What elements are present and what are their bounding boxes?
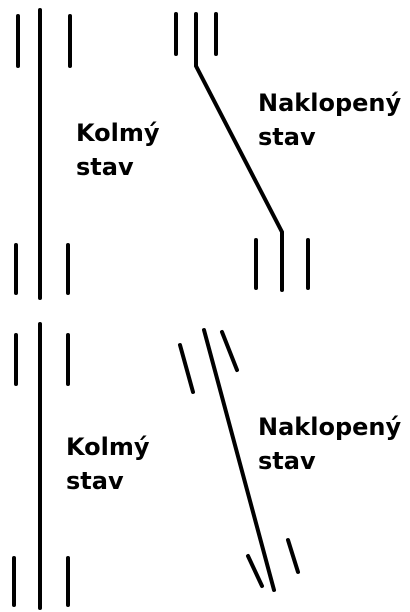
label-line-1: Naklopený bbox=[258, 413, 402, 441]
bottom-tilted-lower-stub-right bbox=[286, 538, 300, 574]
bottom-tilted-upper-stub-left bbox=[178, 343, 195, 394]
bottom-tilted-rod bbox=[202, 328, 276, 592]
label-line-2: stav bbox=[258, 123, 316, 151]
bottom-tilted-upper-stub-right bbox=[220, 330, 239, 372]
top-tilted-rod bbox=[194, 12, 284, 292]
bottom-tilted-group bbox=[178, 328, 300, 592]
top-tilted-group bbox=[174, 12, 310, 292]
bottom-perpendicular-label: Kolmý stav bbox=[66, 430, 150, 498]
top-perpendicular-group bbox=[14, 8, 72, 300]
label-line-1: Naklopený bbox=[258, 89, 402, 117]
top-perpendicular-label: Kolmý stav bbox=[76, 116, 160, 184]
label-line-1: Kolmý bbox=[66, 433, 150, 461]
bottom-tilted-label: Naklopený stav bbox=[258, 410, 401, 478]
top-tilted-label: Naklopený stav bbox=[258, 86, 401, 154]
label-line-2: stav bbox=[258, 447, 316, 475]
label-line-1: Kolmý bbox=[76, 119, 160, 147]
label-line-2: stav bbox=[76, 153, 134, 181]
bottom-perpendicular-group bbox=[12, 322, 70, 610]
bottom-tilted-lower-stub-left bbox=[246, 554, 264, 588]
label-line-2: stav bbox=[66, 467, 124, 495]
